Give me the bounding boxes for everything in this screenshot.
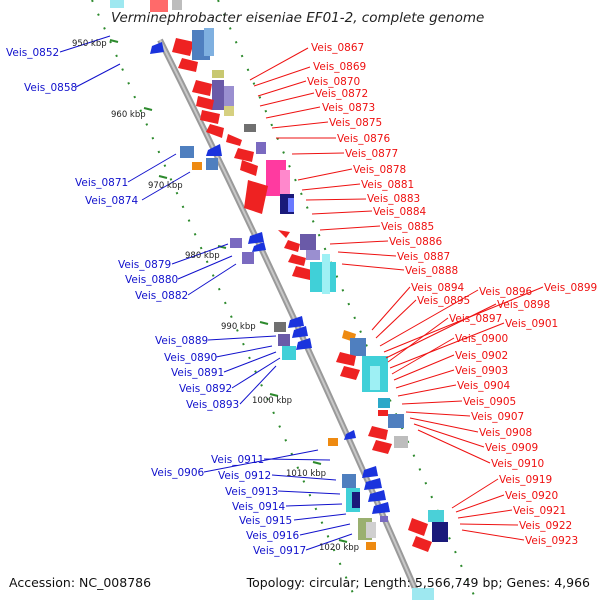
genome-summary-text: Topology: circular; Length: 5,566,749 bp… (246, 575, 590, 590)
gene-label[interactable]: Veis_0899 (544, 282, 597, 294)
kbp-label: 970 kbp (148, 181, 183, 191)
gene-label[interactable]: Veis_0880 (125, 274, 178, 286)
gene-label[interactable]: Veis_0914 (232, 501, 286, 513)
kbp-label: 960 kbp (111, 110, 146, 120)
gene-label[interactable]: Veis_0870 (307, 76, 360, 88)
gene-label[interactable]: Veis_0912 (218, 470, 271, 482)
gene-label[interactable]: Veis_0871 (75, 177, 128, 189)
kbp-tick-marks (109, 39, 348, 543)
gene-label[interactable]: Veis_0885 (381, 221, 434, 233)
gene-label[interactable]: Veis_0923 (525, 535, 578, 547)
kbp-label: 1020 kbp (319, 543, 359, 553)
gene-label[interactable]: Veis_0878 (353, 164, 406, 176)
kbp-labels: 950 kbp 960 kbp 970 kbp 980 kbp 990 kbp … (72, 39, 359, 553)
gene-label[interactable]: Veis_0920 (505, 490, 558, 502)
gene-label[interactable]: Veis_0916 (246, 530, 300, 542)
gene-label[interactable]: Veis_0898 (497, 299, 550, 311)
accession-text: Accession: NC_008786 (9, 575, 152, 590)
gene-label[interactable]: Veis_0872 (315, 88, 368, 100)
kbp-label: 1000 kbp (252, 396, 292, 406)
gene-label[interactable]: Veis_0887 (397, 251, 450, 263)
gene-label[interactable]: Veis_0910 (491, 458, 544, 470)
reverse-gene-labels: Veis_0852 Veis_0858 Veis_0871 Veis_0874 … (6, 47, 306, 557)
gene-label[interactable]: Veis_0883 (367, 193, 420, 205)
gene-label[interactable]: Veis_0911 (211, 454, 264, 466)
gene-label[interactable]: Veis_0876 (337, 133, 391, 145)
gene-label[interactable]: Veis_0891 (171, 367, 224, 379)
reverse-leader-lines (59, 35, 353, 551)
gene-label[interactable]: Veis_0908 (479, 427, 532, 439)
gene-label[interactable]: Veis_0909 (485, 442, 538, 454)
gene-label[interactable]: Veis_0919 (499, 474, 552, 486)
gene-label[interactable]: Veis_0884 (373, 206, 427, 218)
gene-label[interactable]: Veis_0903 (455, 365, 508, 377)
gene-label[interactable]: Veis_0873 (322, 102, 375, 114)
gene-label[interactable]: Veis_0905 (463, 396, 516, 408)
gene-label[interactable]: Veis_0902 (455, 350, 508, 362)
gene-label[interactable]: Veis_0888 (405, 265, 458, 277)
forward-gene-labels: Veis_0867 Veis_0869 Veis_0870 Veis_0872 … (307, 42, 597, 547)
gene-label[interactable]: Veis_0882 (135, 290, 188, 302)
gene-label[interactable]: Veis_0879 (118, 259, 171, 271)
gene-label[interactable]: Veis_0877 (345, 148, 398, 160)
gene-label[interactable]: Veis_0897 (449, 313, 502, 325)
gene-label[interactable]: Veis_0858 (24, 82, 77, 94)
gene-label[interactable]: Veis_0874 (85, 195, 139, 207)
gene-label[interactable]: Veis_0907 (471, 411, 524, 423)
gene-label[interactable]: Veis_0893 (186, 399, 239, 411)
gene-label[interactable]: Veis_0906 (151, 467, 205, 479)
gene-label[interactable]: Veis_0867 (311, 42, 364, 54)
forward-leader-lines (249, 47, 544, 541)
gene-label[interactable]: Veis_0901 (505, 318, 558, 330)
kbp-label: 1010 kbp (286, 469, 326, 479)
gene-label[interactable]: Veis_0852 (6, 47, 59, 59)
gene-label[interactable]: Veis_0890 (164, 352, 217, 364)
forward-strand-genes (172, 28, 448, 600)
reverse-strand-genes (150, 42, 390, 550)
gene-label[interactable]: Veis_0915 (239, 515, 292, 527)
genome-title: Verminephrobacter eiseniae EF01-2, compl… (111, 10, 484, 26)
gene-label[interactable]: Veis_0886 (389, 236, 443, 248)
kbp-label: 990 kbp (221, 322, 256, 332)
gene-label[interactable]: Veis_0921 (513, 505, 566, 517)
gene-label[interactable]: Veis_0875 (329, 117, 382, 129)
gene-label[interactable]: Veis_0913 (225, 486, 278, 498)
gene-label[interactable]: Veis_0889 (155, 335, 208, 347)
gene-label[interactable]: Veis_0917 (253, 545, 306, 557)
kbp-label: 950 kbp (72, 39, 107, 49)
gene-label[interactable]: Veis_0904 (457, 380, 511, 392)
gene-label[interactable]: Veis_0869 (313, 61, 366, 73)
gene-label[interactable]: Veis_0892 (179, 383, 232, 395)
gene-label[interactable]: Veis_0896 (479, 286, 533, 298)
top-cropped-genes (110, 0, 182, 12)
gene-label[interactable]: Veis_0895 (417, 295, 470, 307)
gene-label[interactable]: Veis_0881 (361, 179, 414, 191)
gene-label[interactable]: Veis_0900 (455, 333, 508, 345)
kbp-label: 980 kbp (185, 251, 220, 261)
gene-label[interactable]: Veis_0894 (411, 282, 465, 294)
gene-label[interactable]: Veis_0922 (519, 520, 572, 532)
